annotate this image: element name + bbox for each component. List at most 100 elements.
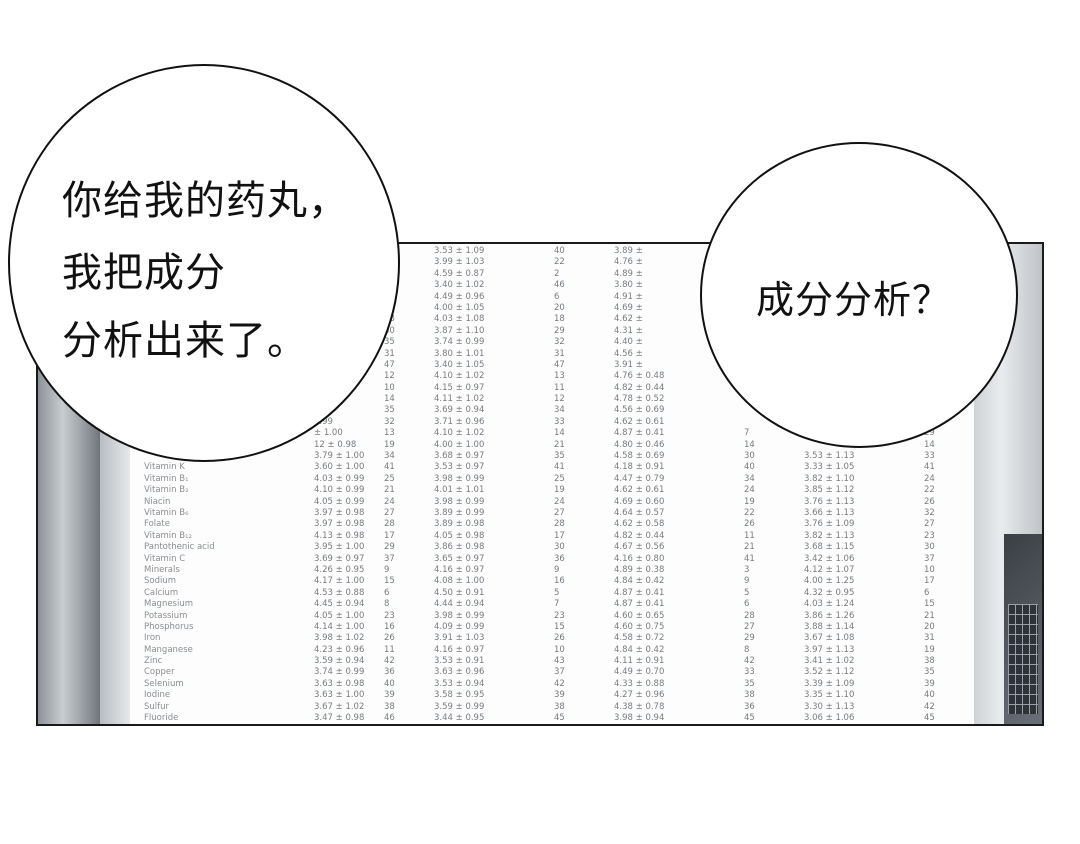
- table-cell: 14: [554, 428, 565, 439]
- table-cell: Magnesium: [144, 599, 194, 610]
- table-cell: 4.58 ± 0.69: [614, 451, 665, 462]
- table-cell: 21: [554, 439, 565, 450]
- table-cell: 6: [744, 599, 750, 610]
- table-cell: 3.68 ± 1.15: [804, 542, 855, 553]
- table-cell: 3.47 ± 0.98: [314, 713, 365, 724]
- table-cell: [804, 724, 924, 726]
- table-cell: 38: [554, 701, 565, 712]
- table-cell: Fluoride: [144, 713, 179, 724]
- table-cell: 4.11 ± 0.91: [614, 656, 665, 667]
- table-cell: 0.99: [314, 416, 333, 427]
- table-cell: 10: [384, 382, 395, 393]
- table-cell: 19: [554, 485, 565, 496]
- table-cell: 3.99 ± 1.03: [434, 257, 485, 268]
- table-cell: 4.53 ± 0.88: [314, 587, 365, 598]
- table-cell: 26: [384, 633, 395, 644]
- table-cell: 36: [554, 553, 565, 564]
- table-cell: 4.18 ± 0.91: [614, 462, 665, 473]
- table-cell: 40: [384, 678, 395, 689]
- table-cell: 4.49 ± 0.70: [614, 667, 665, 678]
- table-cell: 40: [554, 246, 565, 256]
- table-cell: 39: [924, 678, 935, 689]
- table-cell: 3.76 ± 1.13: [804, 496, 855, 507]
- table-cell: 33: [554, 416, 565, 427]
- table-cell: 4.40 ±: [614, 337, 643, 348]
- table-cell: 3.89 ± 0.98: [434, 519, 485, 530]
- table-cell: 4.50 ± 0.91: [434, 587, 485, 598]
- table-cell: 4.76 ±: [614, 257, 643, 268]
- table-cell: 3.87 ± 1.10: [434, 325, 485, 336]
- table-cell: 27: [924, 519, 935, 530]
- table-cell: 43: [554, 656, 565, 667]
- table-cell: 8: [744, 644, 750, 655]
- table-cell: 3.69 ± 0.94: [434, 405, 485, 416]
- table-cell: 9: [554, 564, 560, 575]
- table-cell: 4.64 ± 0.57: [614, 507, 665, 518]
- table-cell: 4.08 ± 1.00: [434, 576, 485, 587]
- table-cell: 4.03 ± 1.24: [804, 599, 855, 610]
- table-cell: 3.60 ± 1.00: [314, 462, 365, 473]
- table-cell: 3.89 ± 0.99: [434, 507, 485, 518]
- table-cell: 3.42 ± 1.06: [804, 553, 855, 564]
- table-cell: 39: [384, 690, 395, 701]
- table-cell: 33: [924, 451, 935, 462]
- table-cell: 15: [924, 599, 935, 610]
- table-cell: 3.68 ± 0.97: [434, 451, 485, 462]
- table-cell: 4.56 ±: [614, 348, 643, 359]
- table-cell: 4.69 ±: [614, 302, 643, 313]
- table-cell: 12: [554, 394, 565, 405]
- table-cell: Pantothenic acid: [144, 542, 215, 553]
- table-cell: 3.33 ± 1.05: [804, 462, 855, 473]
- table-cell: 9: [744, 576, 750, 587]
- table-cell: 20: [924, 621, 935, 632]
- table-cell: 26: [554, 633, 565, 644]
- table-cell: 30: [554, 542, 565, 553]
- table-cell: 3.40 ± 1.02: [434, 280, 485, 291]
- table-cell: 42: [924, 701, 935, 712]
- table-cell: 45: [744, 713, 755, 724]
- table-cell: 30: [744, 451, 755, 462]
- table-cell: Vitamin B₂: [144, 485, 189, 496]
- table-cell: Iron: [144, 633, 161, 644]
- table-cell: 46: [554, 280, 565, 291]
- table-cell: 22: [554, 257, 565, 268]
- table-cell: 4.44 ± 0.94: [434, 599, 485, 610]
- table-cell: 40: [744, 462, 755, 473]
- table-cell: 3.98 ± 0.94: [614, 713, 665, 724]
- table-cell: 3.69 ± 0.97: [314, 553, 365, 564]
- table-cell: 39: [554, 690, 565, 701]
- table-cell: 3.52 ± 1.12: [804, 667, 855, 678]
- table-cell: 3.41 ± 1.02: [804, 656, 855, 667]
- table-cell: 3.53 ± 0.91: [434, 656, 485, 667]
- table-cell: 3.91 ±: [614, 359, 643, 370]
- table-cell: 3.59 ± 0.94: [314, 656, 365, 667]
- table-cell: 21: [744, 542, 755, 553]
- table-cell: 3.45 ± 0.95: [434, 724, 554, 726]
- table-cell: 4.16 ± 0.80: [614, 553, 665, 564]
- table-cell: 3.71 ± 0.96: [434, 416, 485, 427]
- table-cell: 3.86 ± 0.98: [434, 542, 485, 553]
- table-cell: 4.78 ± 0.52: [614, 394, 665, 405]
- speech-line-question: 成分分析？: [756, 278, 952, 322]
- table-cell: Vitamin C: [144, 553, 186, 564]
- table-cell: 3.98 ± 0.99: [434, 610, 485, 621]
- table-cell: 17: [384, 530, 395, 541]
- table-cell: 4.15 ± 0.97: [434, 382, 485, 393]
- table-cell: Vitamin B₁: [144, 473, 189, 484]
- table-cell: 40: [924, 690, 935, 701]
- table-cell: 4.82 ± 0.44: [614, 530, 665, 541]
- table-cell: 30: [924, 542, 935, 553]
- table-cell: 4.27 ± 0.96: [614, 690, 665, 701]
- table-cell: 4.00 ± 1.25: [804, 576, 855, 587]
- table-cell: 16: [554, 576, 565, 587]
